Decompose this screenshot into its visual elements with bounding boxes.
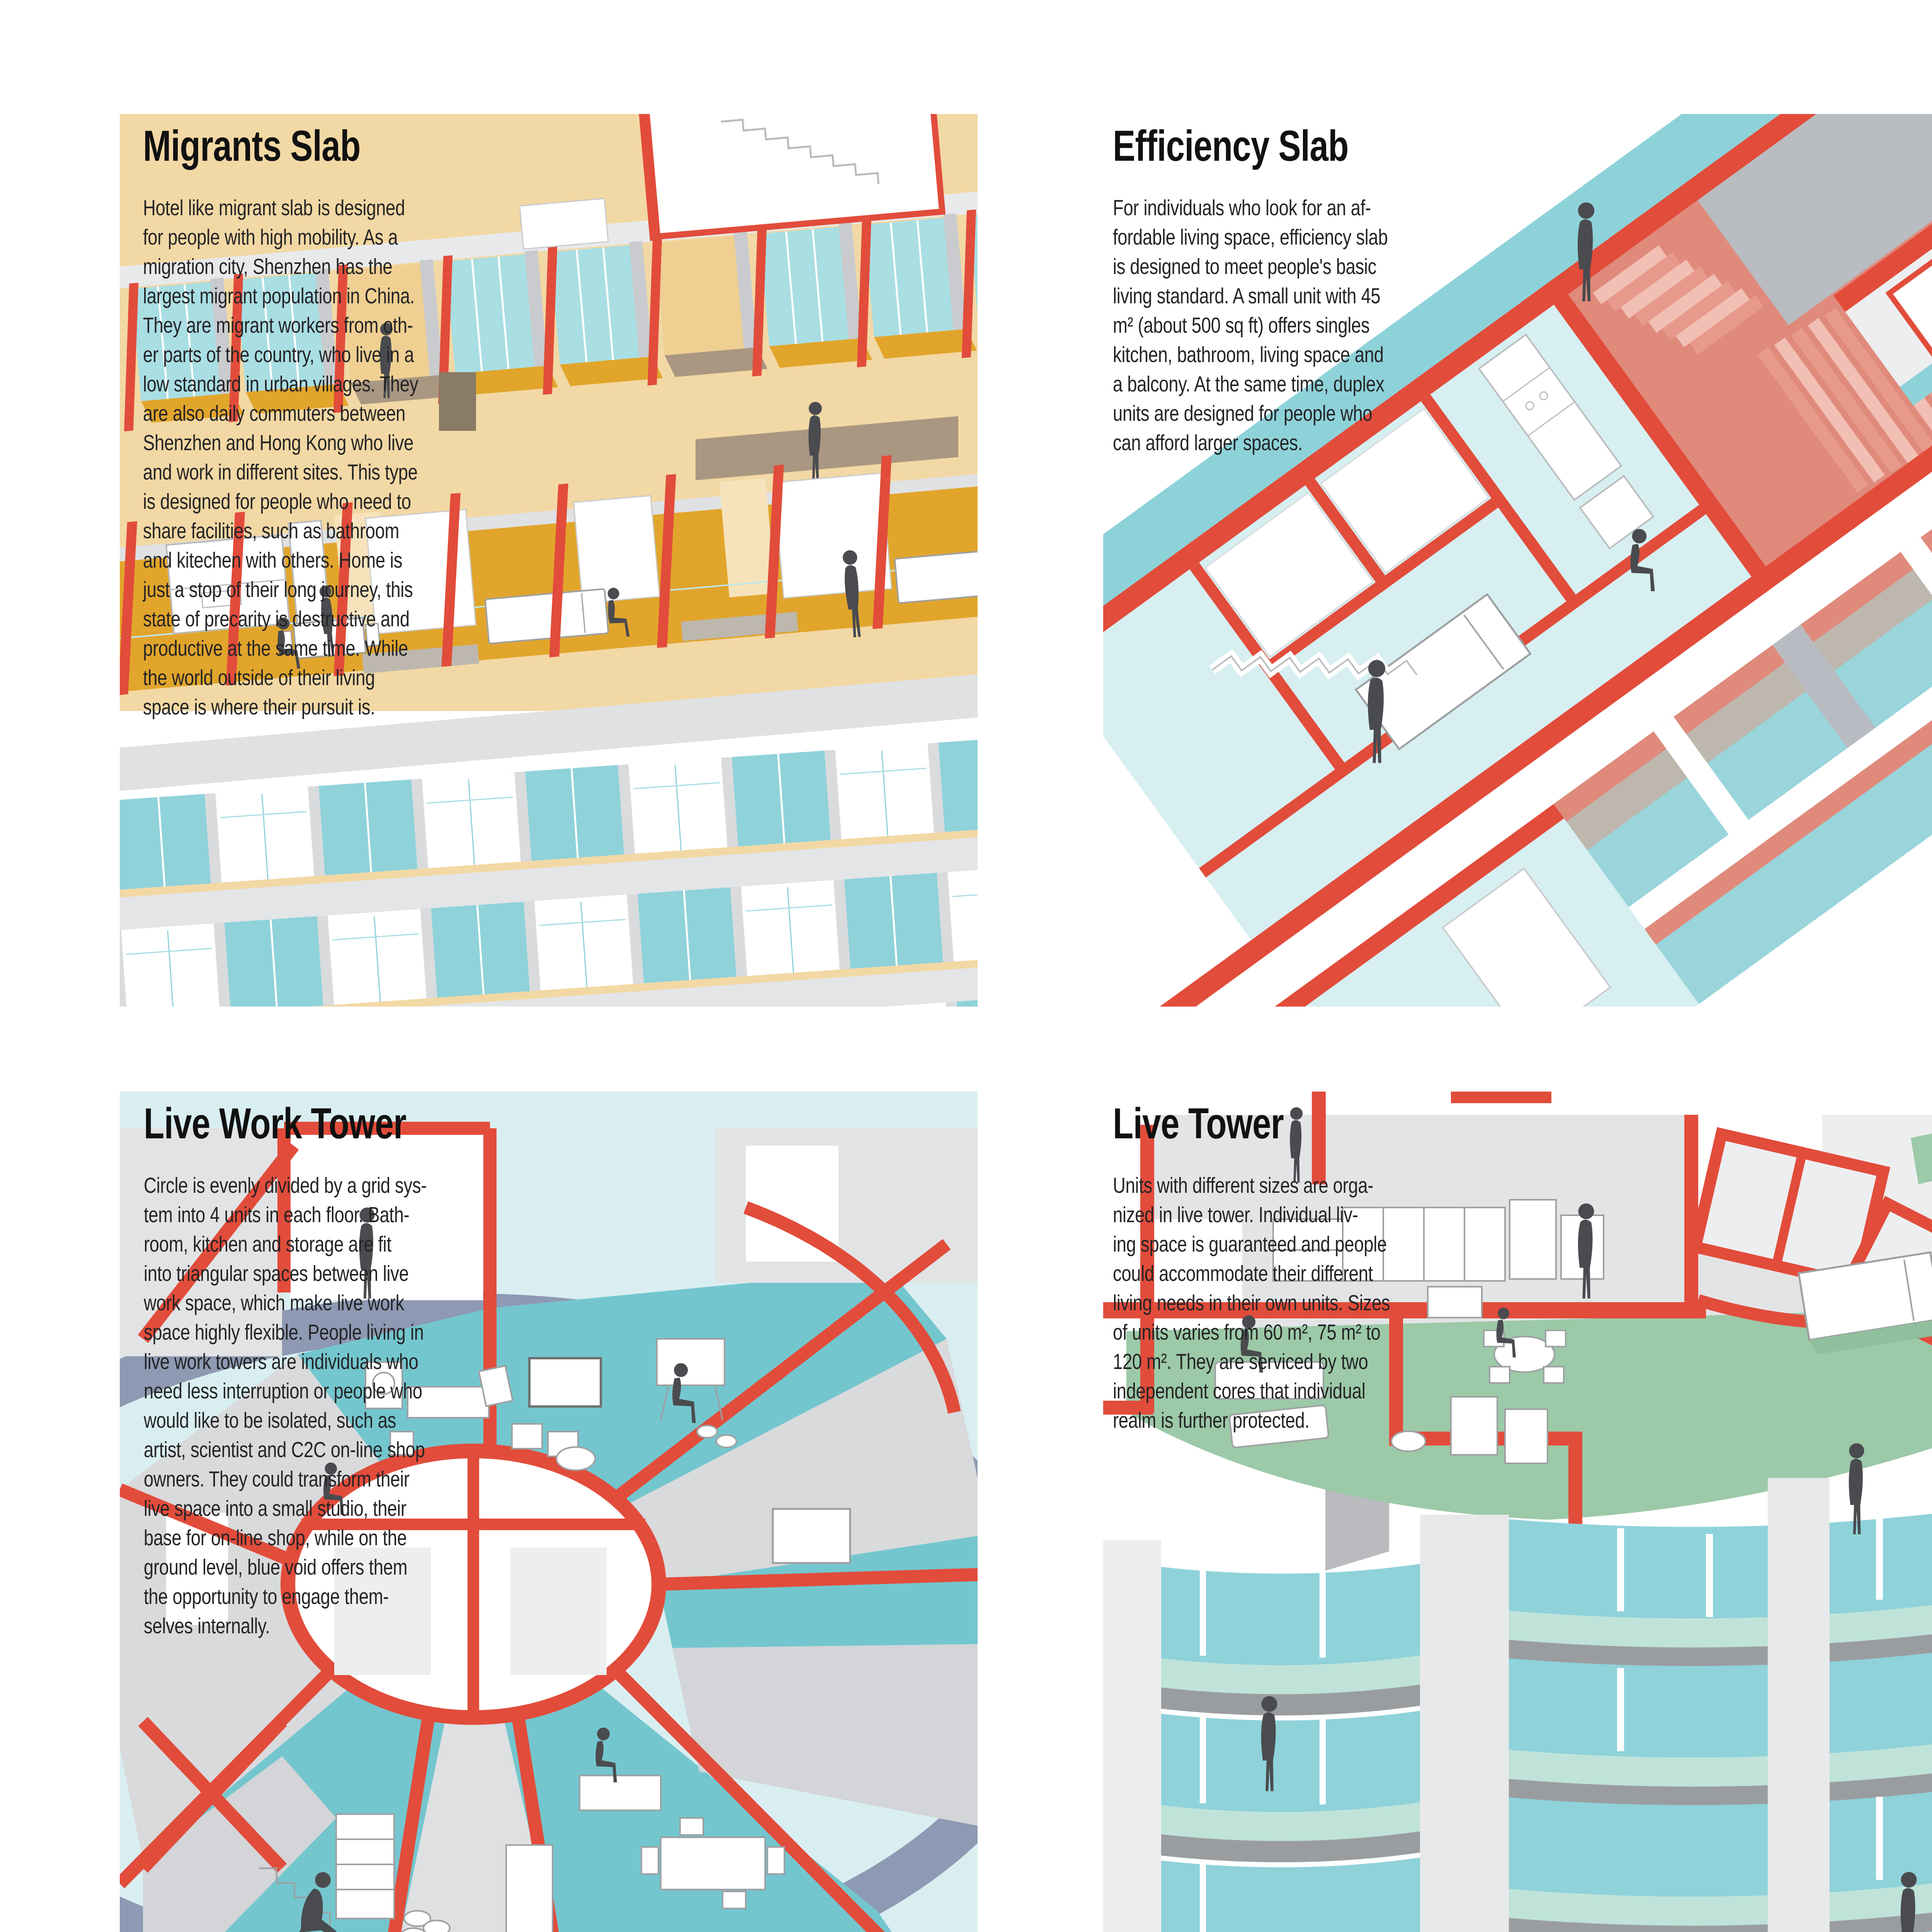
person-icon [281,1872,337,1932]
door-panel [439,372,476,431]
void-partitions [301,1453,645,1716]
panel-title: Migrants Slab [143,122,361,170]
bed-unit [1798,1251,1932,1355]
diagonal-slab [1103,114,1932,1007]
red-structure [120,1122,978,1932]
dining-furniture [579,1775,785,1909]
roof-band [1103,114,1932,969]
corridor-platform [696,416,958,480]
migrants-slab-illustration [120,114,978,1007]
panel-body-text: Units with different sizes are orga- niz… [1113,1173,1390,1433]
upper-stair-flight [1593,245,1764,355]
panel-body-text: Hotel like migrant slab is designed for … [143,196,418,719]
dining-set [1483,1330,1566,1384]
panel-body-text: For individuals who look for an af- ford… [1113,196,1388,455]
person-icon [1900,1872,1917,1932]
panel-migrants-slab: Migrants Slab Hotel like migrant slab is… [120,114,978,1007]
lower-unit-band [120,455,978,695]
facade-grid [120,735,978,1007]
panel-title: Live Tower [1113,1099,1284,1148]
efficiency-slab-illustration [1103,114,1932,1007]
live-tower-illustration [1103,1092,1932,1932]
living-furniture [478,1338,737,1471]
tower-facade [1103,1478,1932,1932]
upper-unit-band [120,114,978,432]
storage-furniture [259,1813,553,1932]
panel-title: Live Work Tower [144,1099,406,1148]
lower-unit-fragment [1103,804,1699,1007]
lounge-furniture [1214,1361,1548,1464]
kitchen-counter [165,520,331,634]
live-work-tower-illustration [120,1092,978,1932]
kitchen-furniture [365,1361,490,1456]
panel-body-text: Circle is evenly divided by a grid sys- … [144,1173,427,1638]
upper-floor-fragment [1833,114,1932,406]
upper-wall [1697,114,1932,325]
floor-slab [120,674,978,791]
panel-efficiency-slab: Efficiency Slab For individuals who look… [1103,114,1932,1007]
stair-room [637,114,946,241]
panel-live-work-tower: Live Work Tower Circle is evenly divided… [120,1092,978,1932]
lower-facade [1103,190,1932,1007]
structural-columns [120,455,892,695]
landing-floor [1568,114,1932,566]
wall-masses [120,1128,978,1932]
panel-title: Efficiency Slab [1113,122,1349,170]
kitchen-counter [1478,333,1655,550]
panel-live-tower: Live Tower Units with different sizes ar… [1103,1092,1932,1932]
